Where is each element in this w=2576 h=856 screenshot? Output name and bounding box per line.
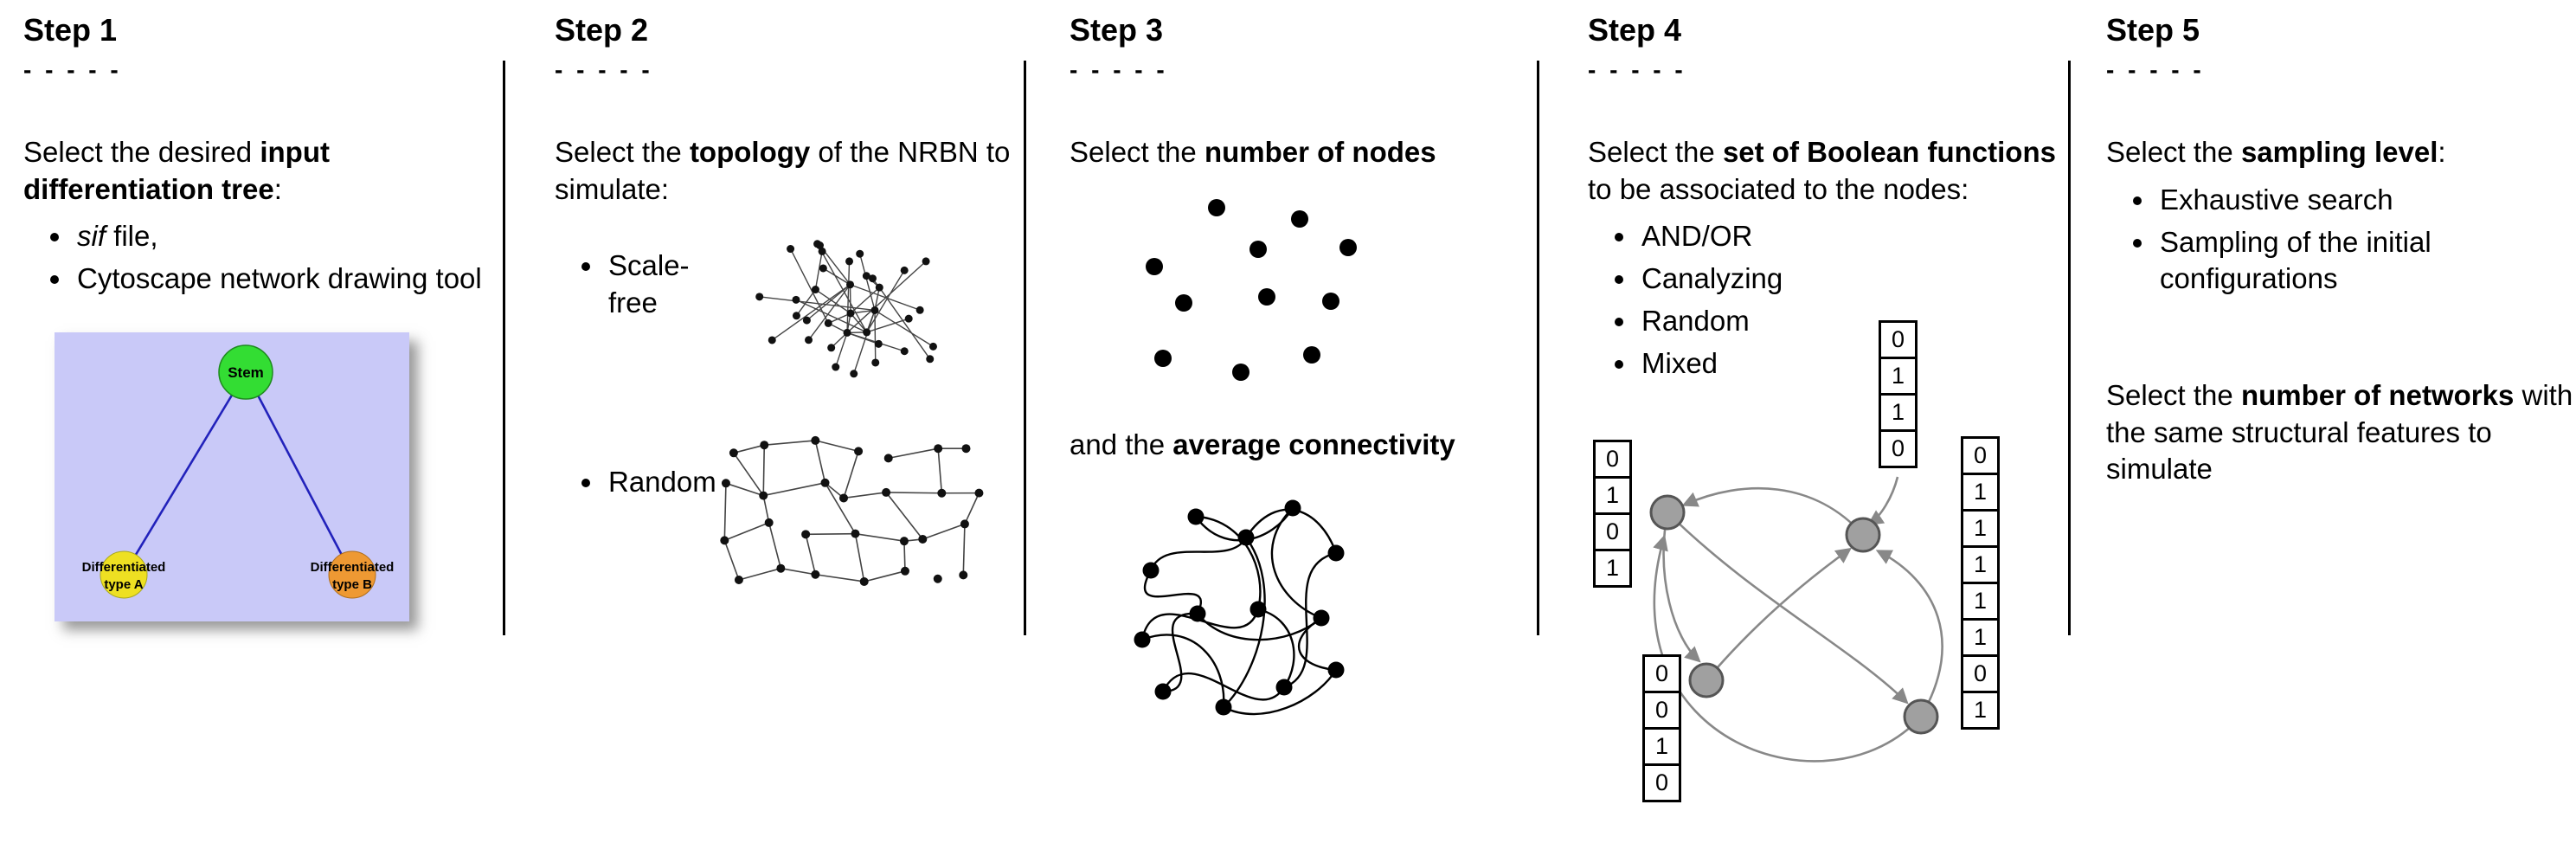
bullet-item: Cytoscape network drawing tool — [74, 261, 504, 298]
bullet-list: Random — [555, 459, 719, 501]
bullet-item: Exhaustive search — [2156, 182, 2576, 219]
bullet-list: sif file, Cytoscape network drawing tool — [23, 218, 504, 298]
connectivity-text: and the average connectivity — [1070, 427, 1554, 463]
truth-table-cell: 1 — [1961, 473, 2000, 512]
truth-table-cell: 1 — [1879, 393, 1918, 432]
dashed-rule: - - - - - — [1588, 56, 2072, 84]
truth-table-cell: 0 — [1961, 436, 2000, 475]
svg-text:type A: type A — [104, 577, 143, 592]
truth-table-cell: 0 — [1961, 654, 2000, 693]
scale-free-network-graphic — [719, 211, 992, 419]
bullet-item: sif file, — [74, 218, 504, 255]
panel-step-1: Step 1 - - - - - Select the desired inpu… — [23, 12, 504, 843]
truth-table-cell: 1 — [1593, 476, 1632, 515]
truth-table-cell: 1 — [1961, 582, 2000, 621]
step-intro: Select the number of nodes — [1070, 134, 1554, 171]
bullet-item: Sampling of the initial configurations — [2156, 224, 2576, 299]
truth-table-cell: 1 — [1879, 357, 1918, 396]
step-title: Step 1 — [23, 12, 504, 48]
step-title: Step 2 — [555, 12, 1026, 48]
svg-text:type B: type B — [332, 577, 372, 592]
bullet-item: AND/OR — [1638, 218, 2072, 255]
networks-count-text: Select the number of networks with the s… — [2106, 377, 2576, 487]
bullet-list: Exhaustive search Sampling of the initia… — [2106, 182, 2576, 299]
step-intro: Select the desired input differentiation… — [23, 134, 504, 207]
panel-step-4: Step 4 - - - - - Select the set of Boole… — [1588, 12, 2072, 851]
svg-text:Differentiated: Differentiated — [311, 560, 395, 575]
step-title: Step 4 — [1588, 12, 2072, 48]
connectivity-network-graphic — [1109, 475, 1369, 735]
truth-table-cell: 1 — [1961, 691, 2000, 730]
svg-text:Differentiated: Differentiated — [82, 560, 166, 575]
step-title: Step 5 — [2106, 12, 2576, 48]
bullet-item: Random — [605, 464, 719, 501]
truth-table-cell: 1 — [1642, 727, 1681, 766]
random-row: Random — [555, 433, 1026, 602]
truth-table-cell: 0 — [1593, 440, 1632, 479]
dashed-rule: - - - - - — [1070, 56, 1554, 84]
truth-table-cell: 1 — [1961, 545, 2000, 584]
dashed-rule: - - - - - — [2106, 56, 2576, 84]
truth-table-cell: 1 — [1961, 509, 2000, 548]
step-intro: Select the topology of the NRBN to simul… — [555, 134, 1026, 207]
panel-step-3: Step 3 - - - - - Select the number of no… — [1070, 12, 1554, 843]
bullet-item: Scale-free — [605, 248, 719, 322]
scale-free-row: Scale-free — [555, 211, 1026, 419]
truth-table-cell: 0 — [1879, 320, 1918, 359]
step-intro: Select the sampling level: — [2106, 134, 2576, 171]
truth-table-cell: 0 — [1642, 654, 1681, 693]
nodes-scatter-graphic — [1130, 189, 1364, 392]
truth-table-cell: 0 — [1879, 429, 1918, 468]
truth-table-cell: 0 — [1593, 512, 1632, 551]
random-network-graphic — [719, 433, 1005, 602]
truth-table-cell: 0 — [1642, 691, 1681, 730]
svg-text:Stem: Stem — [228, 364, 264, 381]
panel-step-2: Step 2 - - - - - Select the topology of … — [555, 12, 1026, 843]
truth-table-cell: 1 — [1593, 549, 1632, 588]
truth-table-cell: 0 — [1642, 763, 1681, 802]
bullet-list: Scale-free — [555, 242, 719, 322]
step-intro: Select the set of Boolean functions to b… — [1588, 134, 2072, 207]
panel-step-5: Step 5 - - - - - Select the sampling lev… — [2106, 12, 2576, 843]
dashed-rule: - - - - - — [23, 56, 504, 84]
bullet-item: Canalyzing — [1638, 261, 2072, 298]
truth-table-cell: 1 — [1961, 618, 2000, 657]
dashed-rule: - - - - - — [555, 56, 1026, 84]
step-title: Step 3 — [1070, 12, 1554, 48]
